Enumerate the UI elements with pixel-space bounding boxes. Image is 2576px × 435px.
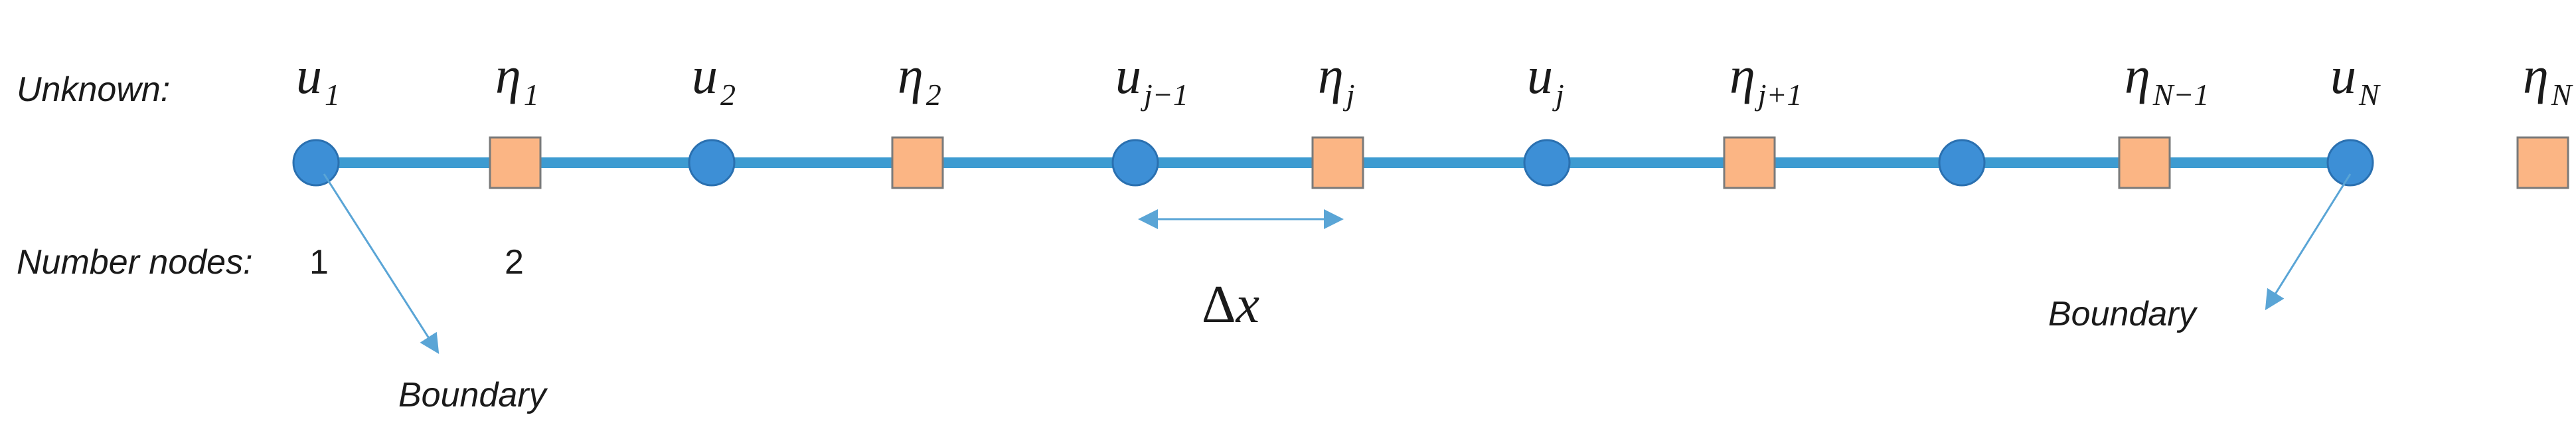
- eta-label: η2: [898, 46, 941, 112]
- delta-variable: x: [1235, 276, 1259, 334]
- boundary-right-arrow: [2265, 173, 2352, 311]
- variable-subscript: N: [2551, 78, 2573, 112]
- eta-label: ηj: [1318, 46, 1354, 112]
- eta-label: η1: [495, 46, 539, 112]
- variable-symbol: η: [2523, 46, 2549, 104]
- u-node: [1938, 139, 1986, 187]
- grid-nodes: [292, 136, 2569, 189]
- eta-node: [1723, 136, 1776, 189]
- variable-symbol: η: [1730, 46, 1755, 104]
- eta-label: ηj+1: [1730, 46, 1803, 112]
- u-node: [292, 139, 340, 187]
- variable-subscript: 2: [926, 78, 941, 112]
- variable-symbol: η: [495, 46, 521, 104]
- node-number-2: 2: [505, 243, 524, 282]
- eta-node: [2516, 136, 2569, 189]
- u-node: [1111, 139, 1159, 187]
- u-node: [688, 139, 736, 187]
- u-label: uN: [2330, 46, 2381, 112]
- delta-symbol: Δ: [1202, 276, 1236, 334]
- eta-node: [2118, 136, 2171, 189]
- variable-symbol: u: [692, 46, 718, 104]
- eta-label: ηN: [2523, 46, 2573, 112]
- u-label: uj−1: [1115, 46, 1188, 112]
- variable-subscript: 1: [325, 78, 340, 112]
- variable-symbol: η: [898, 46, 924, 104]
- variable-symbol: u: [2330, 46, 2356, 104]
- boundary-left-label: Boundary: [398, 376, 548, 414]
- delta-x-label: Δx: [1202, 276, 1259, 334]
- u-node: [2326, 139, 2374, 187]
- u-label: u2: [692, 46, 736, 112]
- number-nodes-label: Number nodes:: [17, 243, 253, 282]
- unknown-label: Unknown:: [17, 70, 170, 109]
- variable-subscript: j+1: [1755, 78, 1803, 112]
- variable-subscript: j−1: [1141, 78, 1188, 112]
- variable-symbol: u: [1527, 46, 1553, 104]
- node-number-1: 1: [309, 243, 329, 282]
- u-node: [1523, 139, 1571, 187]
- variable-subscript: 1: [524, 78, 539, 112]
- eta-label: ηN−1: [2125, 46, 2209, 112]
- boundary-right-label: Boundary: [2048, 295, 2198, 333]
- variable-subscript: N: [2358, 78, 2381, 112]
- eta-node: [891, 136, 944, 189]
- variable-symbol: η: [2125, 46, 2150, 104]
- variable-symbol: u: [1115, 46, 1141, 104]
- variable-subscript: N−1: [2152, 78, 2210, 112]
- variable-symbol: η: [1318, 46, 1344, 104]
- variable-subscript: 2: [720, 78, 736, 112]
- eta-node: [489, 136, 542, 189]
- boundary-left-arrow: [323, 173, 440, 355]
- u-label: u1: [296, 46, 340, 112]
- eta-node: [1311, 136, 1364, 189]
- variable-subscript: j: [1343, 78, 1355, 112]
- u-label: uj: [1527, 46, 1564, 112]
- variable-symbol: u: [296, 46, 322, 104]
- variable-subscript: j: [1552, 78, 1564, 112]
